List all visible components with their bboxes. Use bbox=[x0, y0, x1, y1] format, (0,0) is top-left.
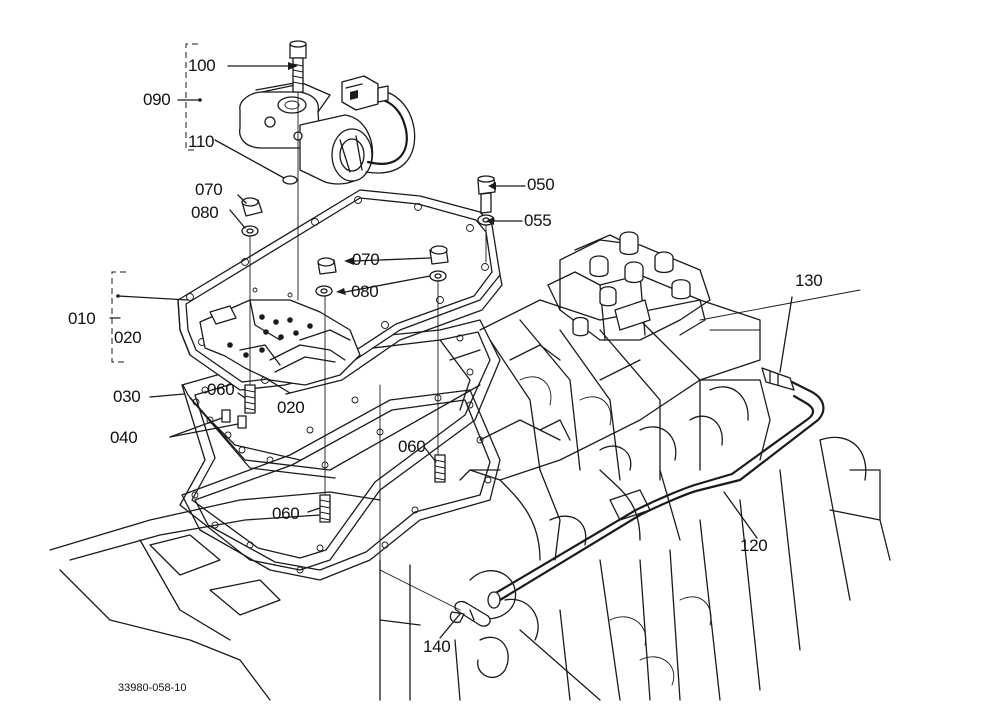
callout-130: 130 bbox=[795, 271, 823, 290]
callout-010: 010 bbox=[68, 309, 96, 328]
callout-060-bottom: 060 bbox=[272, 504, 300, 523]
valve-body-casting bbox=[459, 299, 771, 561]
callout-060-right: 060 bbox=[398, 437, 426, 456]
housing-seat-gasket bbox=[181, 389, 501, 581]
callout-080-center: 080 bbox=[351, 282, 379, 301]
control-valve-block bbox=[547, 231, 861, 341]
nut-washer-left bbox=[241, 197, 263, 237]
callout-060-top: 060 bbox=[207, 380, 235, 399]
pipe-120 bbox=[449, 367, 825, 627]
transmission-housing bbox=[49, 436, 891, 701]
callout-020-group: 020 bbox=[114, 328, 142, 347]
stud-bolt-060-c bbox=[319, 494, 331, 523]
nut-washer-center bbox=[315, 257, 337, 297]
callout-090: 090 bbox=[143, 90, 171, 109]
leader-lines bbox=[109, 62, 793, 639]
group-bracket-010 bbox=[111, 271, 126, 363]
o-ring-110 bbox=[282, 175, 298, 185]
bolt-050 bbox=[477, 175, 496, 226]
figure-code: 33980-058-10 bbox=[118, 682, 187, 694]
callout-080-left: 080 bbox=[191, 203, 219, 222]
stud-bolt-060-a bbox=[244, 384, 256, 414]
callout-050: 050 bbox=[527, 175, 555, 194]
callout-020-plate: 020 bbox=[277, 398, 305, 417]
assembly-center-lines bbox=[249, 91, 487, 611]
callout-030: 030 bbox=[113, 387, 141, 406]
callout-100: 100 bbox=[188, 56, 216, 75]
callout-070-left: 070 bbox=[195, 180, 223, 199]
callout-040: 040 bbox=[110, 428, 138, 447]
callout-120: 120 bbox=[740, 536, 768, 555]
callout-055: 055 bbox=[524, 211, 552, 230]
nut-washer-right bbox=[429, 245, 449, 282]
solenoid-valve-090 bbox=[239, 75, 416, 185]
callout-070-center: 070 bbox=[352, 250, 380, 269]
callout-110: 110 bbox=[188, 132, 215, 151]
valve-plate-020 bbox=[199, 299, 361, 386]
stud-bolt-060-b bbox=[434, 454, 446, 483]
group-bracket-090 bbox=[185, 43, 198, 151]
callout-140: 140 bbox=[423, 637, 451, 656]
